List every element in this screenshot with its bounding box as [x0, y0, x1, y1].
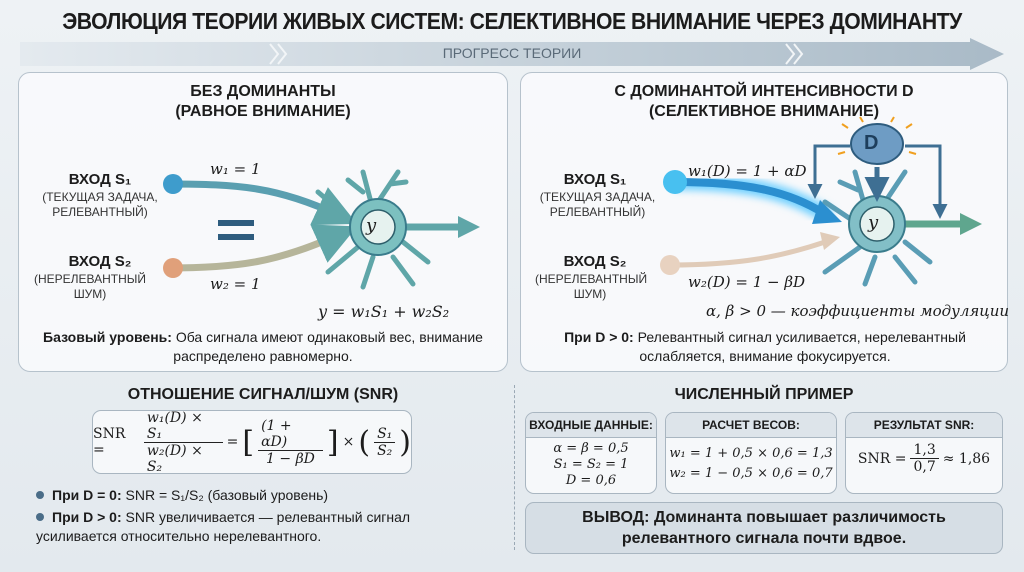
- section-divider: [514, 385, 515, 550]
- left-input-s2-desc: (НЕРЕЛЕВАНТНЫЙ ШУМ): [33, 272, 147, 301]
- dominant-brain-icon: D: [864, 132, 879, 154]
- left-panel-title: БЕЗ ДОМИНАНТЫ(РАВНОЕ ВНИМАНИЕ): [175, 83, 351, 120]
- left-neuron-output: y: [366, 215, 377, 236]
- right-input-s2-label: ВХОД S₂: [563, 253, 627, 270]
- right-weight-w2: w₂(D) = 1 − βD: [688, 273, 806, 291]
- left-input-s2-label: ВХОД S₂: [68, 253, 132, 270]
- page-title: ЭВОЛЮЦИЯ ТЕОРИИ ЖИВЫХ СИСТЕМ: СЕЛЕКТИВНО…: [62, 8, 962, 34]
- right-neuron-output: y: [868, 212, 879, 233]
- right-caption: При D > 0: Релевантный сигнал усиливаетс…: [564, 329, 966, 364]
- progress-arrow: [20, 38, 1004, 70]
- snr-title: ОТНОШЕНИЕ СИГНАЛ/ШУМ (SNR): [127, 386, 399, 403]
- conclusion-box: ВЫВОД: Доминанта повышает различимость р…: [525, 502, 1003, 554]
- progress-label: ПРОГРЕСС ТЕОРИИ: [442, 45, 582, 61]
- left-weight-w1: w₁ = 1: [210, 160, 261, 178]
- right-panel-title: С ДОМИНАНТОЙ ИНТЕНСИВНОСТИ D(СЕЛЕКТИВНОЕ…: [614, 83, 914, 120]
- right-input-s1-desc: (ТЕКУЩАЯ ЗАДАЧА, РЕЛЕВАНТНЫЙ): [539, 190, 656, 219]
- panel-without-dominant: [18, 72, 508, 372]
- snr-bullet-2: При D > 0: SNR увеличивается — релевантн…: [36, 509, 411, 544]
- right-neuron-diagram: [660, 116, 982, 287]
- snr-bullet-1: При D = 0: SNR = S₁/S₂ (базовый уровень): [36, 486, 476, 505]
- right-weight-w1: w₁(D) = 1 + αD: [688, 162, 807, 180]
- left-weight-w2: w₂ = 1: [210, 275, 261, 293]
- left-caption: Базовый уровень: Оба сигнала имеют одина…: [43, 329, 483, 364]
- right-input-s1-label: ВХОД S₁: [563, 171, 627, 188]
- left-input-s1-desc: (ТЕКУЩАЯ ЗАДАЧА, РЕЛЕВАНТНЫЙ): [42, 190, 158, 219]
- left-input-s1-label: ВХОД S₁: [68, 171, 132, 188]
- example-title: ЧИСЛЕННЫЙ ПРИМЕР: [674, 386, 854, 403]
- left-formula: y = w₁S₁ + w₂S₂: [318, 302, 450, 321]
- right-input-s2-desc: (НЕРЕЛЕВАНТНЫЙ ШУМ): [535, 272, 648, 301]
- modulation-coefficients: α, β > 0 — коэффициенты модуляции: [706, 302, 1010, 320]
- left-neuron-diagram: [163, 169, 480, 290]
